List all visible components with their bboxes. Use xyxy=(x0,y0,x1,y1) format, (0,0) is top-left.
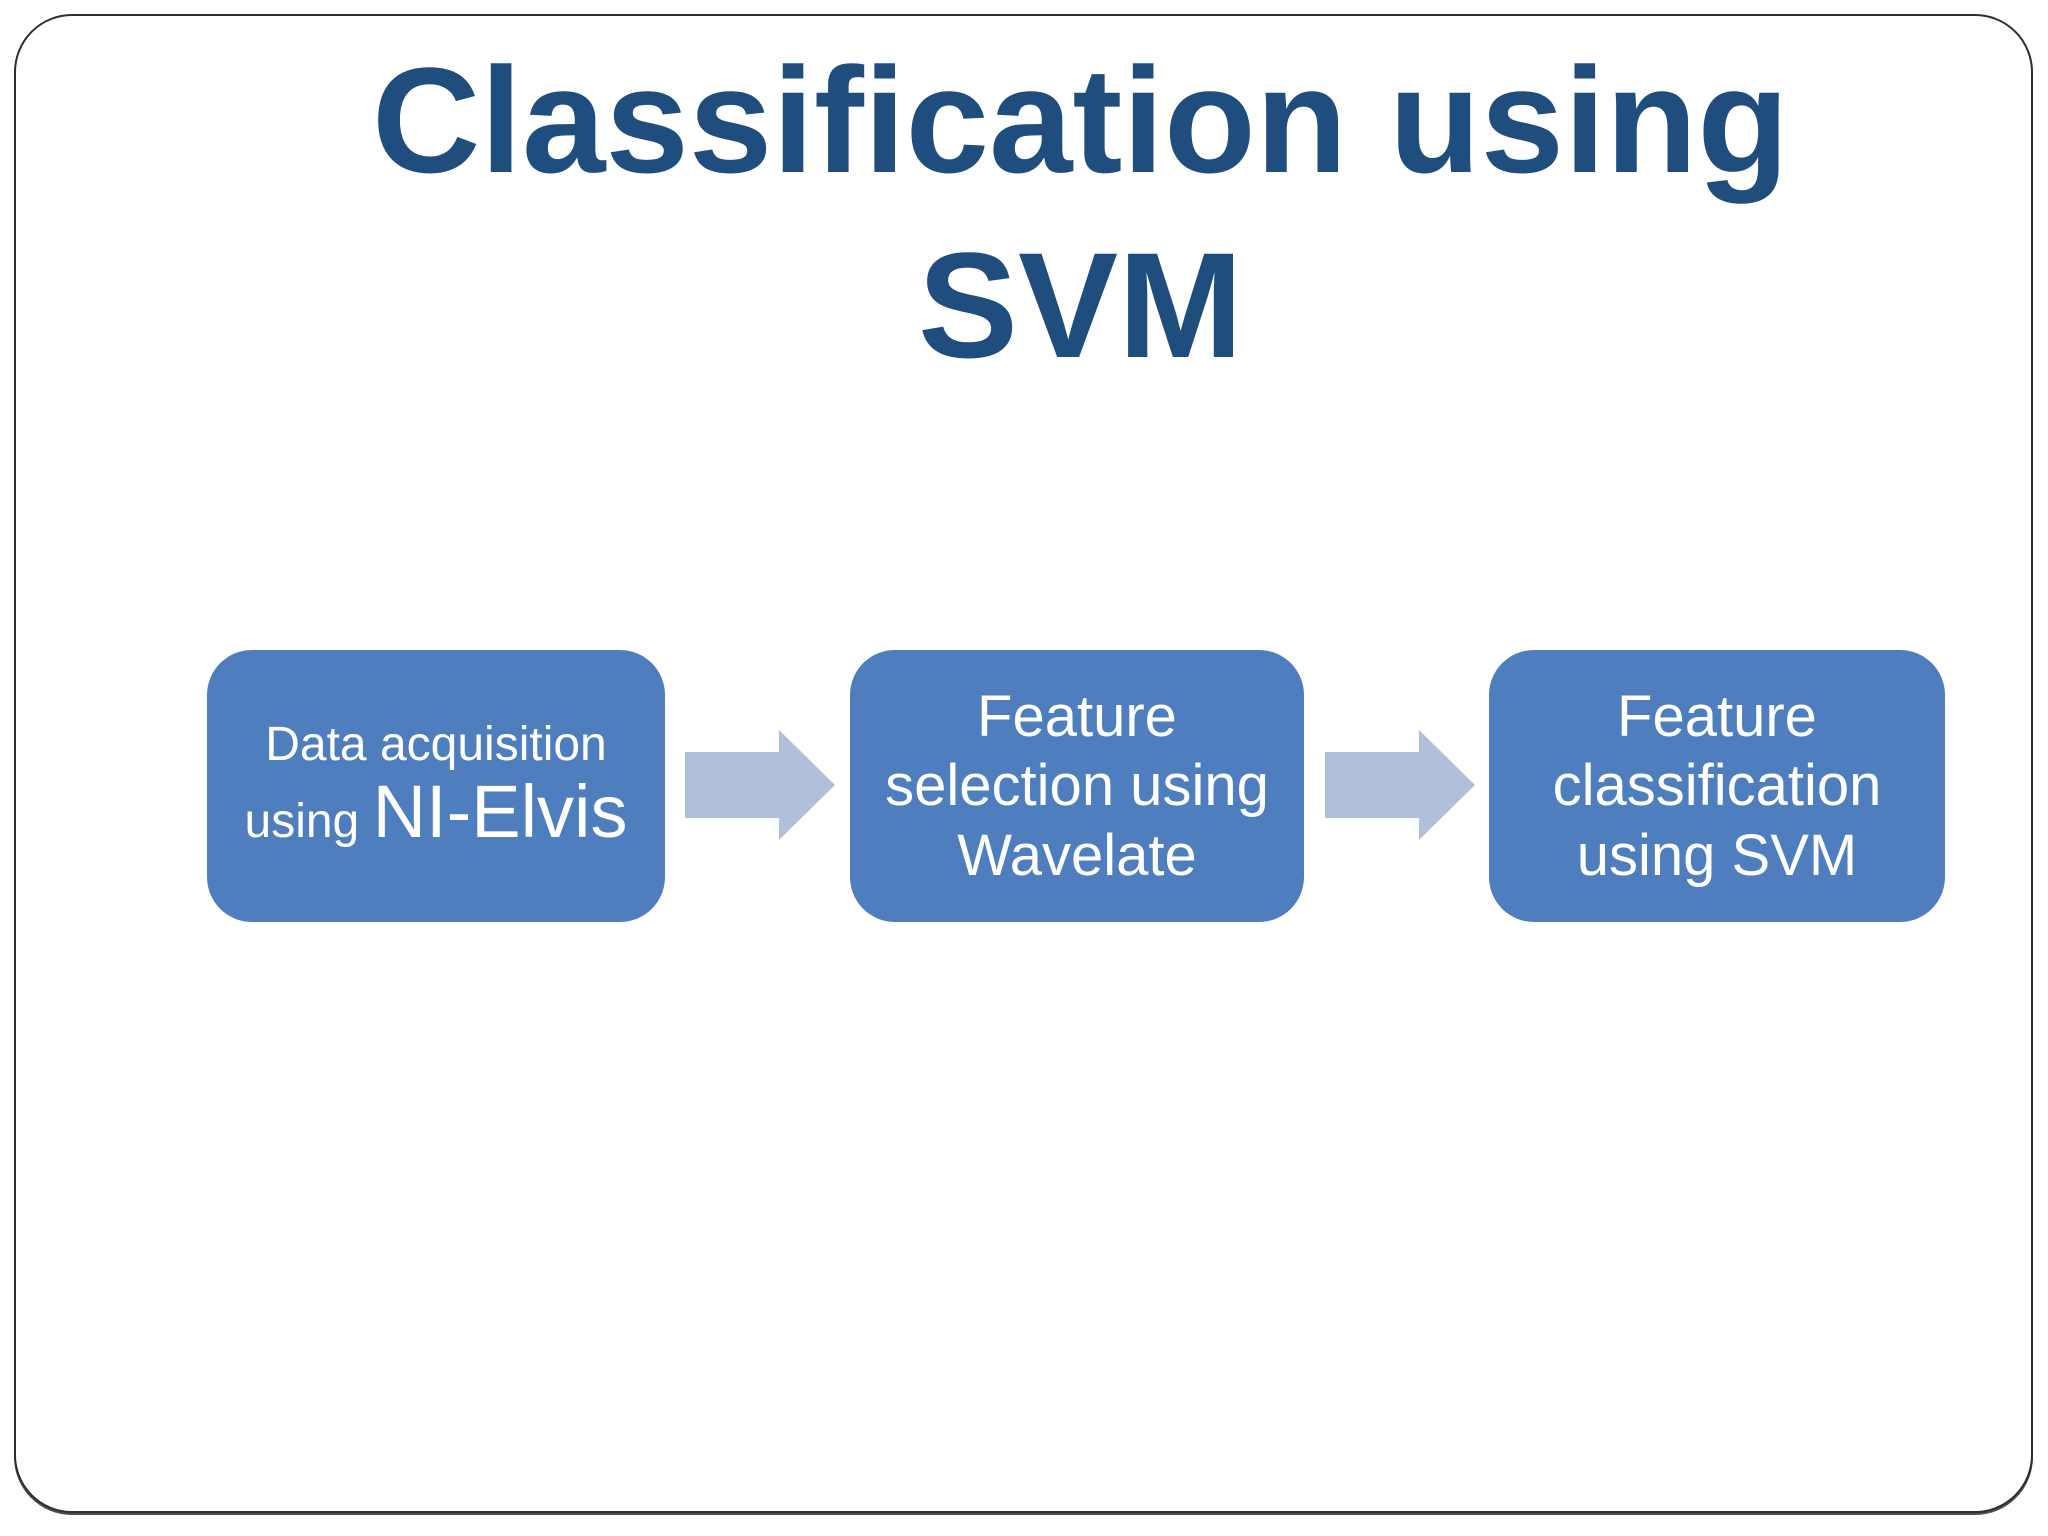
flow-step-data-acquisition: Data acquisition using NI-Elvis xyxy=(207,650,665,922)
right-arrow-shape xyxy=(1325,730,1475,840)
flow-arrow-icon xyxy=(1325,730,1475,840)
slide-title: Classification using SVM xyxy=(372,36,1789,389)
step1-line1: Data acquisition xyxy=(265,717,607,771)
step1-line2-prefix: using xyxy=(244,795,360,849)
flow-step-label: Feature selection using Wavelate xyxy=(885,683,1269,888)
flow-step-label: Feature classification using SVM xyxy=(1552,683,1882,888)
flow-step-feature-selection: Feature selection using Wavelate xyxy=(850,650,1304,922)
process-flow-diagram: Data acquisition using NI-Elvis Feature … xyxy=(16,16,2031,1511)
step1-line2-emphasis: NI-Elvis xyxy=(372,770,628,854)
flow-step-feature-classification: Feature classification using SVM xyxy=(1489,650,1945,922)
presentation-slide: Classification using SVM Data acquisitio… xyxy=(14,14,2033,1513)
flow-arrow-icon xyxy=(685,730,835,840)
flow-step-label: Data acquisition using NI-Elvis xyxy=(245,718,628,855)
right-arrow-shape xyxy=(685,730,835,840)
